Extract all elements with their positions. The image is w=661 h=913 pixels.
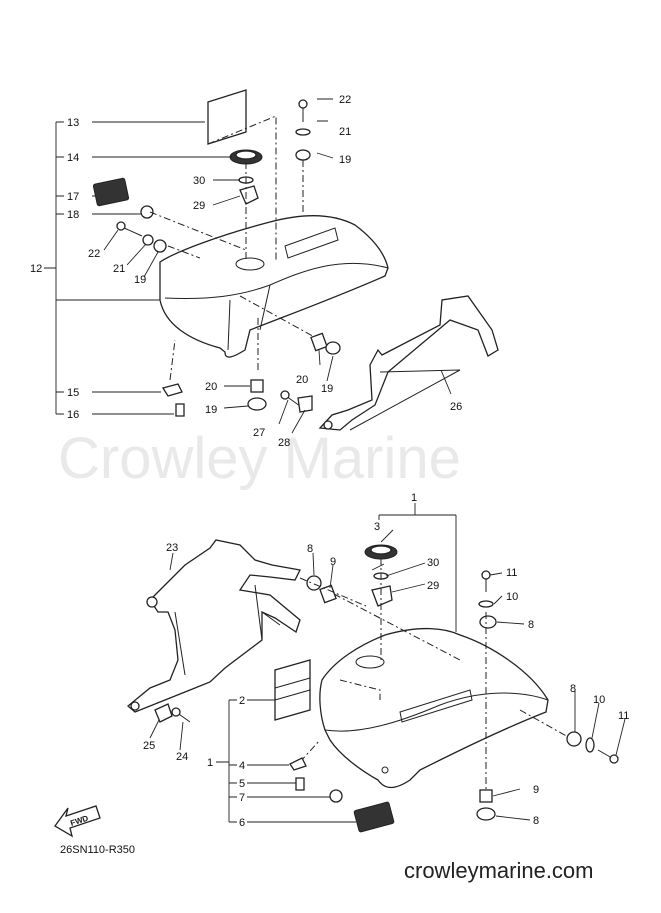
saddlebag-upper bbox=[159, 214, 389, 358]
callout-29a: 29 bbox=[193, 200, 205, 212]
callout-1-side: 1 bbox=[207, 757, 213, 769]
fwd-arrow-icon: FWD bbox=[54, 805, 101, 838]
collar-8b bbox=[479, 615, 497, 629]
callout-9b: 9 bbox=[533, 784, 539, 796]
callout-25: 25 bbox=[143, 740, 155, 752]
screw-16 bbox=[175, 403, 185, 417]
callout-19b: 19 bbox=[339, 154, 351, 166]
callout-29b: 29 bbox=[427, 580, 439, 592]
callout-16: 16 bbox=[67, 409, 79, 421]
callout-20a: 20 bbox=[205, 381, 217, 393]
callout-30b: 30 bbox=[427, 557, 439, 569]
callout-12: 12 bbox=[30, 263, 42, 275]
collar-8d bbox=[566, 731, 582, 747]
reflector-6 bbox=[353, 801, 395, 833]
lock-29a bbox=[239, 185, 259, 205]
callout-19d: 19 bbox=[321, 383, 333, 395]
collar-9a bbox=[319, 584, 337, 604]
lock-29b bbox=[371, 585, 393, 607]
callout-26: 26 bbox=[450, 401, 462, 413]
callout-22a: 22 bbox=[88, 248, 100, 260]
callout-8c: 8 bbox=[533, 815, 539, 827]
callout-27: 27 bbox=[253, 427, 265, 439]
lower-callouts: 1 3 30 29 8 9 23 11 10 8 2 1 4 5 7 6 25 … bbox=[143, 492, 629, 829]
frame-23 bbox=[126, 539, 301, 713]
washer-21a bbox=[142, 234, 154, 246]
collar-20a bbox=[250, 379, 264, 393]
website-text: crowleymarine.com bbox=[404, 858, 594, 883]
callout-3: 3 bbox=[374, 521, 380, 533]
callout-28: 28 bbox=[278, 437, 290, 449]
washer-10a bbox=[478, 600, 494, 608]
callout-21a: 21 bbox=[113, 263, 125, 275]
callout-4: 4 bbox=[239, 760, 245, 772]
decal-2 bbox=[274, 659, 311, 721]
callout-19c: 19 bbox=[205, 404, 217, 416]
callout-20b: 20 bbox=[296, 374, 308, 386]
callout-5: 5 bbox=[239, 778, 245, 790]
collar-19c bbox=[247, 397, 267, 411]
bolt-11b bbox=[597, 749, 613, 759]
callout-8d: 8 bbox=[570, 683, 576, 695]
upper-assembly bbox=[44, 89, 499, 434]
decal-13 bbox=[207, 89, 247, 145]
collar-8a bbox=[306, 575, 322, 591]
grommet-7 bbox=[329, 789, 343, 803]
diagram-code: 26SN110-R350 bbox=[60, 844, 135, 856]
callout-7: 7 bbox=[239, 792, 245, 804]
bracket-15 bbox=[161, 383, 183, 397]
callout-24: 24 bbox=[176, 751, 188, 763]
plate-28 bbox=[297, 395, 313, 413]
washer-21b bbox=[295, 128, 311, 136]
callout-23: 23 bbox=[166, 542, 178, 554]
callout-21b: 21 bbox=[339, 126, 351, 138]
callout-2: 2 bbox=[239, 695, 245, 707]
callout-8a: 8 bbox=[307, 543, 313, 555]
callout-11b: 11 bbox=[618, 710, 629, 722]
plate-25 bbox=[154, 703, 173, 723]
callout-9a: 9 bbox=[330, 556, 336, 568]
callout-14: 14 bbox=[67, 152, 79, 164]
callout-10b: 10 bbox=[593, 694, 605, 706]
callout-22b: 22 bbox=[339, 94, 351, 106]
reflector-17 bbox=[92, 177, 130, 207]
callout-18: 18 bbox=[67, 209, 79, 221]
bracket-4 bbox=[289, 757, 307, 771]
bolt-22a bbox=[121, 226, 143, 237]
collar-20b bbox=[310, 332, 328, 352]
collar-19a bbox=[153, 239, 167, 253]
callout-13: 13 bbox=[67, 117, 79, 129]
callout-19a: 19 bbox=[134, 274, 146, 286]
callout-11a: 11 bbox=[506, 567, 517, 579]
collar-19d bbox=[325, 341, 341, 355]
callout-10a: 10 bbox=[506, 591, 518, 603]
collar-8c bbox=[476, 807, 496, 821]
callout-1-top: 1 bbox=[411, 492, 417, 504]
watermark-text: Crowley Marine bbox=[58, 426, 461, 491]
collar-9b bbox=[479, 789, 493, 803]
callout-8b: 8 bbox=[528, 619, 534, 631]
frame-26 bbox=[318, 295, 499, 431]
callout-30a: 30 bbox=[193, 175, 205, 187]
callout-17: 17 bbox=[67, 191, 79, 203]
callout-6: 6 bbox=[239, 817, 245, 829]
screw-5 bbox=[295, 777, 305, 791]
callout-15: 15 bbox=[67, 387, 79, 399]
washer-10b bbox=[585, 737, 595, 753]
grommet-18 bbox=[140, 205, 154, 219]
upper-callouts: 13 14 17 18 12 22 21 19 30 29 22 21 19 1… bbox=[30, 94, 462, 449]
lower-assembly bbox=[126, 503, 626, 833]
collar-19b bbox=[295, 149, 311, 161]
